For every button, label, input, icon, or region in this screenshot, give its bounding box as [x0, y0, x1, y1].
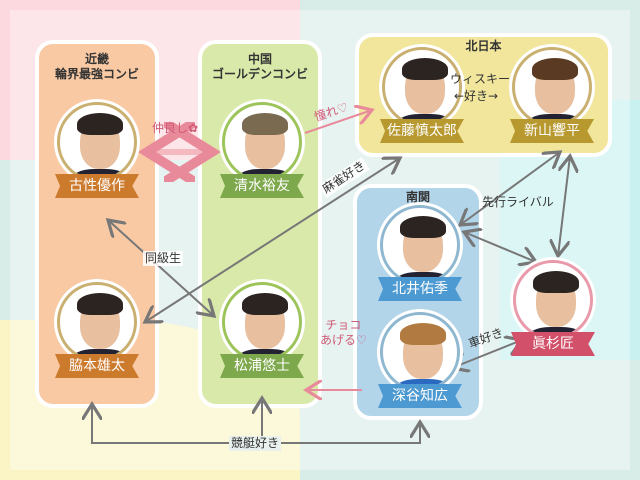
- name-label: 深谷知広: [378, 384, 462, 408]
- person-masugi[interactable]: 眞杉匠: [508, 260, 598, 370]
- arrow-akogare: [304, 110, 372, 134]
- name-label: 清水裕友: [220, 174, 304, 198]
- label-choco-line2: あげる♡: [320, 333, 367, 347]
- person-sato[interactable]: 佐藤慎太郎: [377, 47, 467, 157]
- person-kitai[interactable]: 北井佑季: [375, 205, 465, 315]
- portrait: [513, 260, 593, 340]
- portrait: [57, 282, 137, 362]
- arrow-rival-2: [558, 156, 570, 256]
- group-region: 中国: [247, 52, 272, 66]
- arrow-doukyuusei: [108, 220, 214, 316]
- label-nakayoshi: 仲良し✿: [152, 121, 199, 135]
- portrait: [380, 312, 460, 392]
- label-whisky: ウィスキー: [450, 72, 511, 86]
- label-choco-line1: チョコ: [325, 318, 362, 332]
- person-fukaya[interactable]: 深谷知広: [375, 312, 465, 422]
- name-label: 古性優作: [55, 174, 139, 198]
- label-doukyuusei: 同級生: [143, 251, 184, 266]
- person-niiyama[interactable]: 新山響平: [507, 47, 597, 157]
- group-title: 中国ゴールデンコンビ: [202, 52, 318, 82]
- portrait: [222, 282, 302, 362]
- name-label: 眞杉匠: [511, 332, 595, 356]
- person-matsuura[interactable]: 松浦悠士: [217, 282, 307, 392]
- arrow-rival-1: [460, 152, 560, 225]
- arrow-rival-3: [464, 232, 536, 262]
- person-shimizu[interactable]: 清水裕友: [217, 102, 307, 212]
- group-subtitle: ゴールデンコンビ: [211, 67, 308, 81]
- portrait: [512, 47, 592, 127]
- name-label: 佐藤慎太郎: [380, 119, 464, 143]
- name-label: 新山響平: [510, 119, 594, 143]
- portrait: [382, 47, 462, 127]
- label-kyoutei: 競艇好き: [229, 436, 282, 451]
- name-label: 松浦悠士: [220, 354, 304, 378]
- portrait: [222, 102, 302, 182]
- label-whisky-suki: ←好き→: [454, 89, 499, 103]
- name-label: 北井佑季: [378, 277, 462, 301]
- group-region: 北日本: [465, 39, 502, 53]
- arrow-kuruma: [452, 340, 522, 368]
- group-region: 近畿: [84, 52, 109, 66]
- person-wakimoto[interactable]: 脇本雄太: [52, 282, 142, 392]
- label-choco: チョコあげる♡: [318, 318, 369, 348]
- name-label: 脇本雄太: [55, 354, 139, 378]
- group-subtitle: 輪界最強コンビ: [54, 67, 139, 81]
- person-kosho[interactable]: 古性優作: [52, 102, 142, 212]
- portrait: [57, 102, 137, 182]
- portrait: [380, 205, 460, 285]
- group-region: 南関: [405, 190, 430, 204]
- label-senkou-rival: 先行ライバル: [482, 195, 554, 209]
- group-title: 近畿輪界最強コンビ: [39, 52, 155, 82]
